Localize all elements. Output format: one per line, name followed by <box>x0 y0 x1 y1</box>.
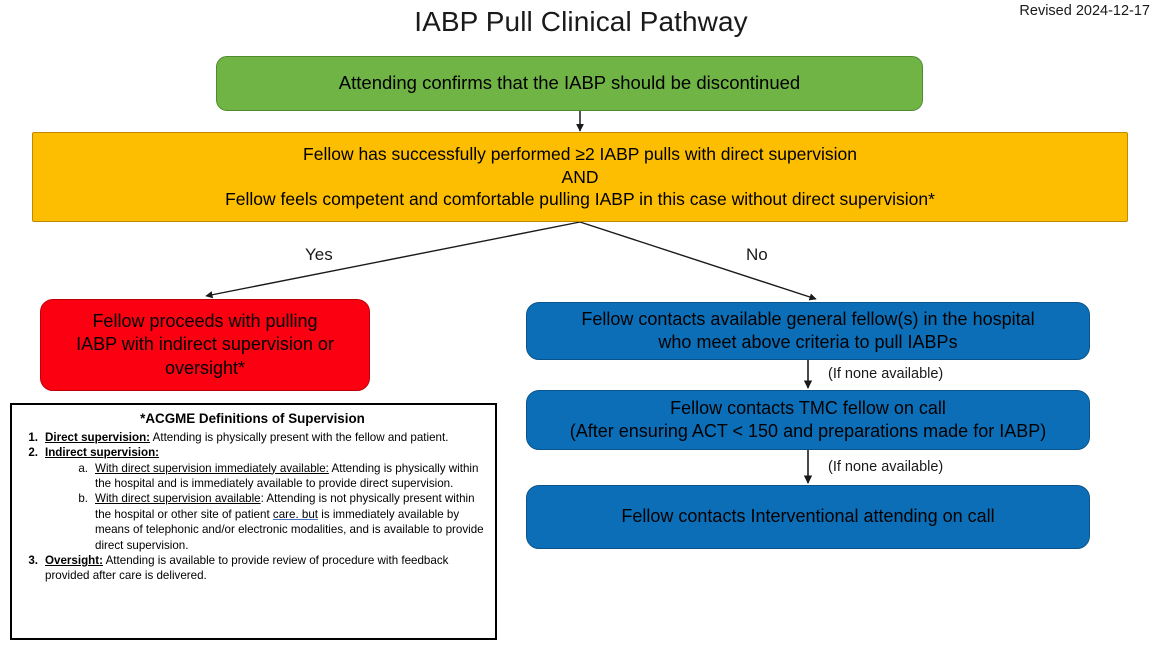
node-decision-line2: AND <box>561 166 599 187</box>
legend-item-2a-lead: With direct supervision immediately avai… <box>95 461 329 475</box>
node-no-branch-3[interactable]: Fellow contacts Interventional attending… <box>526 485 1090 549</box>
legend-item-3-lead: Oversight: <box>45 554 103 568</box>
node-yes-line2: IABP with indirect supervision or <box>76 334 334 355</box>
edge-label-if-none-1: (If none available) <box>828 366 944 382</box>
node-start[interactable]: Attending confirms that the IABP should … <box>216 56 923 111</box>
legend-item-2a-marker: a. <box>78 461 88 475</box>
legend-item-2b: b. With direct supervision available: At… <box>74 491 487 553</box>
connector-decision-to-no <box>579 221 817 301</box>
connector-decision-to-yes <box>205 221 581 299</box>
legend-item-3: 3. Oversight: Attending is available to … <box>18 553 487 584</box>
node-decision-line3: Fellow feels competent and comfortable p… <box>225 189 935 210</box>
legend-item-2a-body: Attending is physically within the hospi… <box>95 461 479 491</box>
legend-title: *ACGME Definitions of Supervision <box>140 411 365 426</box>
edge-label-if-none-2: (If none available) <box>828 459 944 475</box>
revision-date: Revised 2024-12-17 <box>1019 3 1150 19</box>
acgme-definitions-legend: *ACGME Definitions of Supervision 1. Dir… <box>10 403 497 640</box>
legend-item-2b-marker: b. <box>78 492 88 506</box>
legend-item-2b-grammar-flag: care. but <box>272 507 319 521</box>
legend-item-2a: a. With direct supervision immediately a… <box>74 461 487 492</box>
node-no2-line2: (After ensuring ACT < 150 and preparatio… <box>569 421 1047 441</box>
node-yes-branch[interactable]: Fellow proceeds with pulling IABP with i… <box>40 299 370 391</box>
legend-item-1-body: Attending is physically present with the… <box>150 430 449 444</box>
legend-item-1-marker: 1. <box>28 430 38 444</box>
node-no2-line1: Fellow contacts TMC fellow on call <box>670 397 946 418</box>
node-no-branch-1[interactable]: Fellow contacts available general fellow… <box>526 302 1090 360</box>
node-no1-line2: who meet above criteria to pull IABPs <box>658 332 958 352</box>
legend-item-2b-body-pre: : Attending is not physically present wi… <box>95 492 475 521</box>
node-decision-line1: Fellow has successfully performed ≥2 IAB… <box>303 143 857 164</box>
legend-item-2b-body-post: is immediately available by means of tel… <box>95 507 484 552</box>
legend-item-2: 2. Indirect supervision: <box>18 445 487 460</box>
node-start-label: Attending confirms that the IABP should … <box>338 72 801 94</box>
legend-item-2-marker: 2. <box>28 446 38 460</box>
page-title: IABP Pull Clinical Pathway <box>414 6 748 37</box>
node-yes-line1: Fellow proceeds with pulling <box>92 310 318 331</box>
node-no3-label: Fellow contacts Interventional attending… <box>621 506 995 527</box>
legend-item-1: 1. Direct supervision: Attending is phys… <box>18 430 487 445</box>
edge-label-no: No <box>746 245 768 264</box>
node-no1-line1: Fellow contacts available general fellow… <box>581 308 1035 329</box>
legend-item-2-lead: Indirect supervision: <box>45 446 160 460</box>
legend-item-1-lead: Direct supervision: <box>45 430 151 444</box>
node-decision[interactable]: Fellow has successfully performed ≥2 IAB… <box>32 132 1128 222</box>
edge-label-yes: Yes <box>305 245 333 264</box>
node-no-branch-2[interactable]: Fellow contacts TMC fellow on call (Afte… <box>526 390 1090 450</box>
node-yes-line3: oversight* <box>164 357 246 378</box>
legend-item-3-body: Attending is available to provide review… <box>45 554 449 583</box>
legend-item-2b-lead: With direct supervision available <box>95 492 261 506</box>
legend-item-3-marker: 3. <box>28 554 38 568</box>
